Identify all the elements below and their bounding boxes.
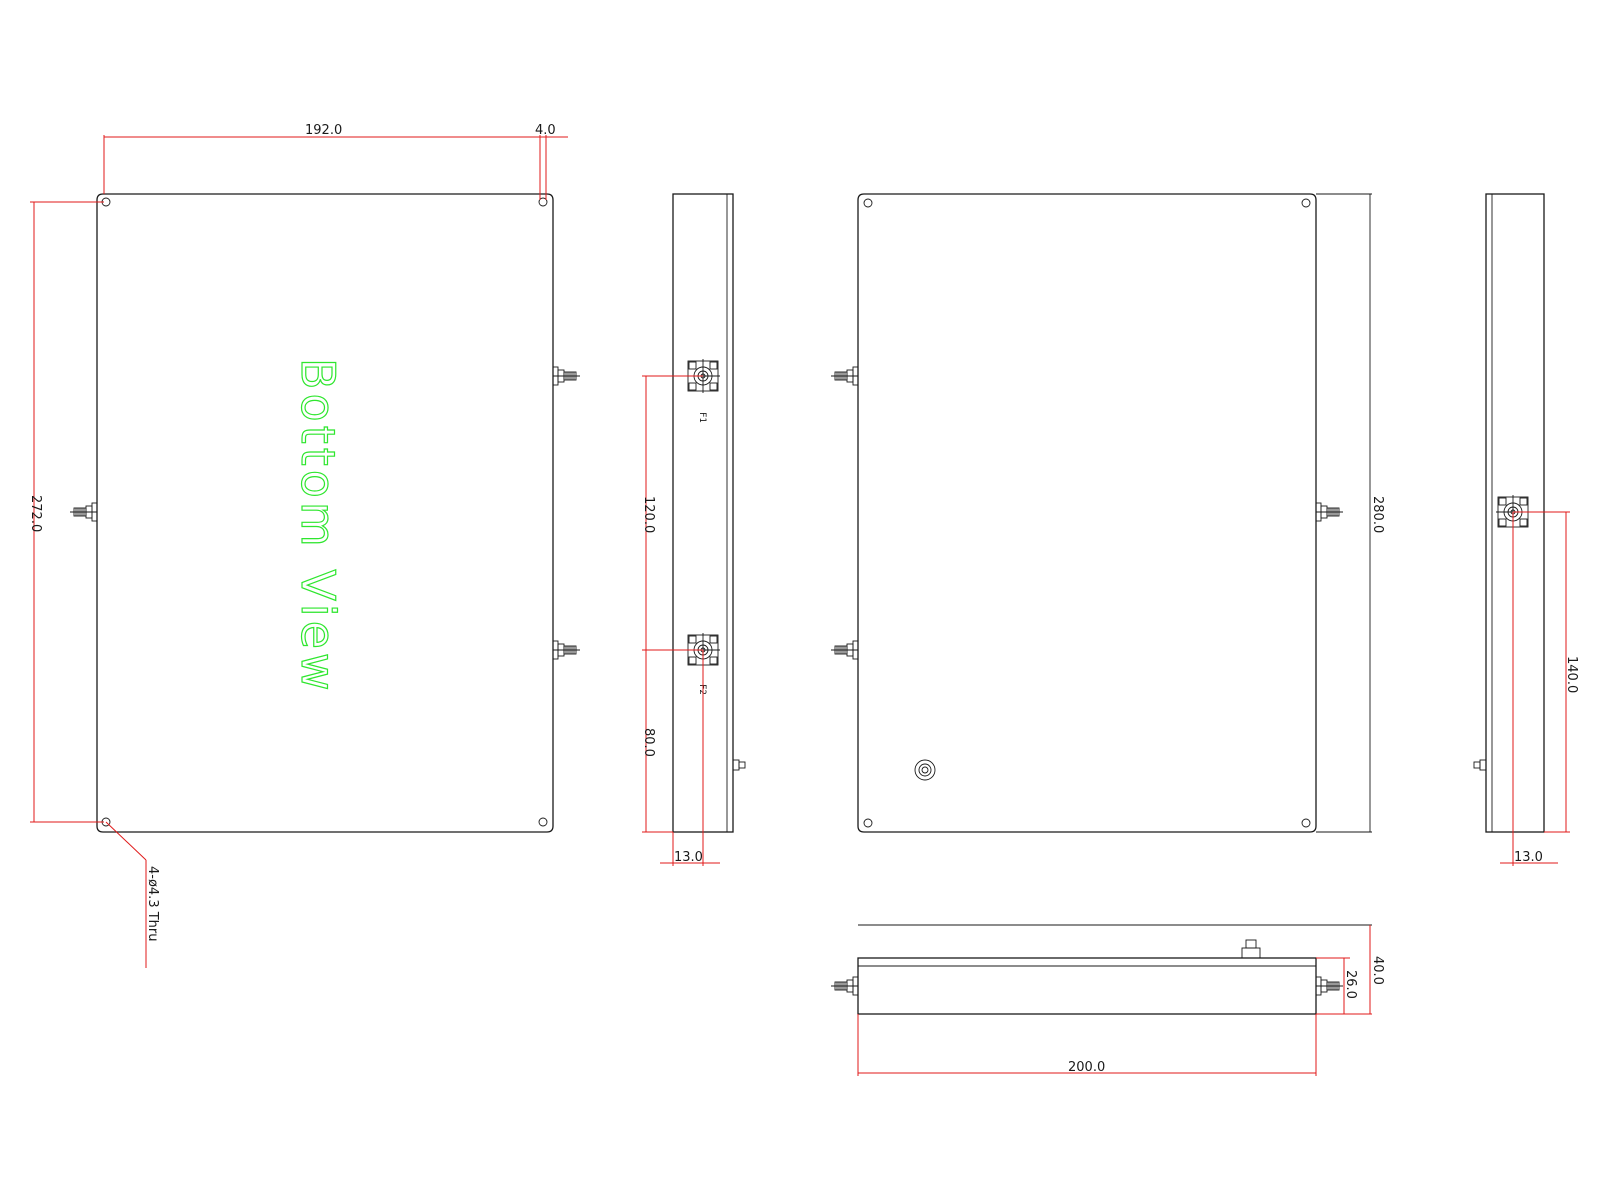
port-label-f1: F1 — [697, 412, 707, 423]
ground-stud — [1473, 759, 1487, 771]
dim-port-to-edge: 80.0 — [641, 728, 656, 757]
dim-overall-height: 280.0 — [1370, 496, 1385, 533]
dim-width-between-holes: 192.0 — [305, 123, 342, 138]
mount-hole — [538, 817, 548, 827]
dim-hole-edge-offset: 4.0 — [535, 123, 556, 138]
mount-hole — [538, 197, 548, 207]
hole-note: 4-ø4.3 Thru — [145, 866, 160, 942]
right-side-view: 140.0 13.0 — [1473, 193, 1579, 866]
dim-height-between-holes: 272.0 — [28, 495, 43, 532]
sma-connector — [830, 640, 859, 660]
ground-stud — [914, 759, 936, 781]
ground-stud — [1241, 939, 1261, 959]
dim-right-port-from-edge: 140.0 — [1564, 656, 1579, 693]
sma-connector — [69, 502, 98, 522]
bottom-view: Bottom View 192.0 4.0 272.0 4-ø4.3 Thru — [28, 123, 581, 968]
port-label-f2: F2 — [697, 684, 707, 695]
dim-total-thickness: 40.0 — [1370, 956, 1385, 985]
dim-overall-width: 200.0 — [1068, 1060, 1105, 1075]
ground-stud — [732, 759, 746, 771]
dimension-lines — [642, 375, 720, 866]
mount-hole — [863, 198, 873, 208]
mount-hole — [863, 818, 873, 828]
dim-port-spacing: 120.0 — [641, 496, 656, 533]
dim-right-side-offset: 13.0 — [1514, 850, 1543, 865]
sma-connector — [830, 366, 859, 386]
dim-side-port-offset: 13.0 — [674, 850, 703, 865]
front-view: 26.0 40.0 200.0 — [830, 924, 1385, 1076]
mount-hole — [1301, 198, 1311, 208]
sma-connector — [1315, 976, 1344, 996]
sma-connector — [830, 976, 859, 996]
sma-connector — [1315, 502, 1344, 522]
dimension-lines — [857, 925, 1372, 1076]
top-view: 280.0 — [830, 193, 1385, 833]
dimension-lines — [30, 135, 568, 968]
dimension-lines — [1500, 511, 1570, 866]
mount-hole — [1301, 818, 1311, 828]
sma-connector — [552, 640, 581, 660]
left-side-view: F1 F2 120.0 80.0 13.0 — [641, 193, 746, 866]
dim-body-thickness: 26.0 — [1343, 970, 1358, 999]
sma-connector — [552, 366, 581, 386]
view-label: Bottom View — [291, 358, 345, 695]
